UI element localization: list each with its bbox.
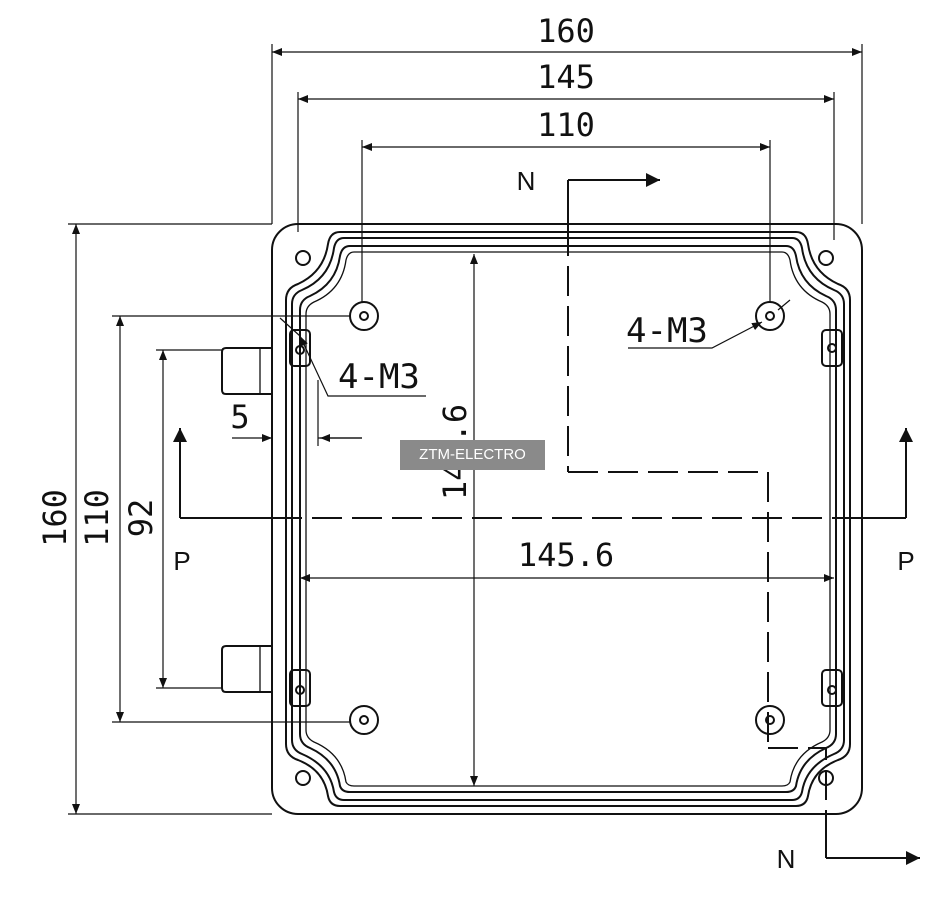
m3-leader-right [628,321,763,349]
m3-label-left: 4-M3 [338,357,420,397]
flange-tab-top [221,347,272,395]
dim-label-160-top: 160 [537,12,595,50]
dim-label-160-left: 160 [36,489,74,547]
corner-hole [295,770,311,786]
dim-label-110-left: 110 [78,489,116,547]
lid-slot [821,669,843,707]
section-label-p-left: P [173,546,190,576]
corner-hole [818,250,834,266]
section-label-n-top: N [517,166,536,196]
gasket-mid [291,237,845,801]
gasket-outer [285,231,851,807]
section-label-p-right: P [897,546,914,576]
dim-label-92-left: 92 [122,499,160,538]
enclosure-body [221,223,863,815]
m3-boss [755,301,785,331]
lid-slot [821,329,843,367]
m3-boss [349,301,379,331]
dim-label-145-6: 145.6 [518,536,614,574]
m3-boss [349,705,379,735]
watermark-text: ZTM-ELECTRO [419,446,526,463]
lid-slot [289,329,311,367]
flange-tab-bottom [221,645,272,693]
corner-hole [295,250,311,266]
watermark-badge: ZTM-ELECTRO [400,440,545,470]
m3-leader-left [299,335,426,397]
dim-label-5: 5 [230,398,249,436]
m3-label-right: 4-M3 [626,311,708,351]
m3-boss [755,705,785,735]
lid-slot [289,669,311,707]
dim-label-145-top: 145 [537,58,595,96]
section-line-p [173,428,913,519]
gasket-inner [299,245,837,793]
dimension-lines [68,44,863,815]
dim-label-110-top: 110 [537,106,595,144]
section-label-n-bottom: N [777,844,796,874]
